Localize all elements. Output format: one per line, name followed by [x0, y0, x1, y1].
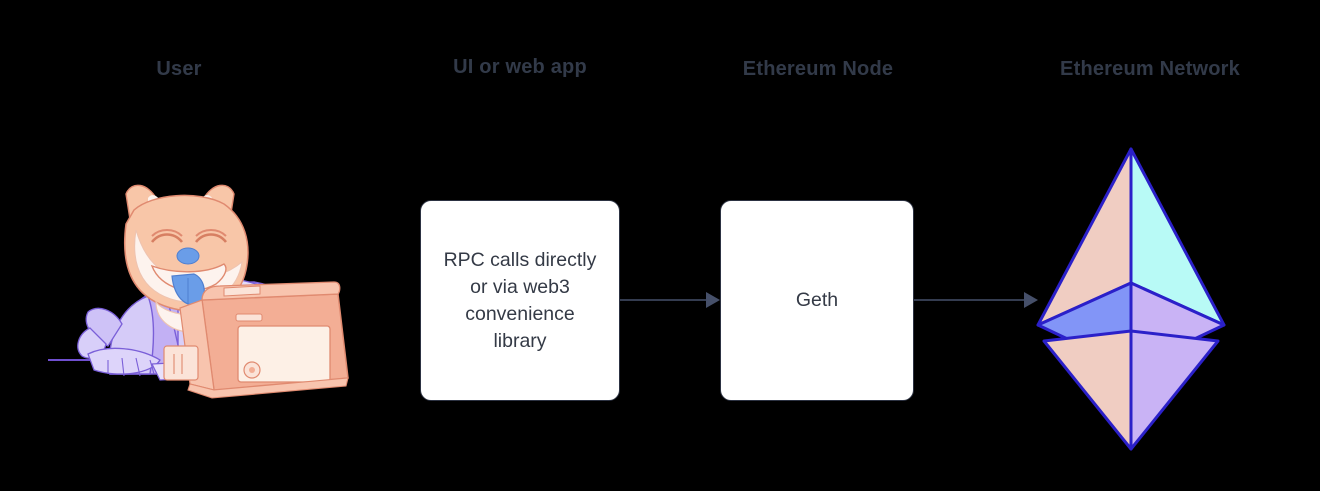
- ethereum-diamond-logo: [1036, 147, 1226, 451]
- column-header-ethereum-network: Ethereum Network: [1060, 58, 1240, 80]
- column-header-ethereum-node: Ethereum Node: [742, 58, 894, 80]
- arrow-node-to-network: [914, 292, 1038, 308]
- column-header-user: User: [156, 58, 202, 80]
- arrow-ui-to-node: [620, 292, 720, 308]
- process-box-rpc-calls-label: RPC calls directly or via web3 convenien…: [443, 248, 597, 352]
- mascot-retro-computer: [163, 281, 349, 399]
- arrowhead-icon: [1024, 292, 1038, 308]
- arrowhead-icon: [706, 292, 720, 308]
- process-box-geth-label: Geth: [795, 289, 839, 311]
- mascot-shiba-head: [123, 184, 249, 333]
- process-box-geth[interactable]: Geth: [720, 200, 914, 401]
- process-box-rpc-calls[interactable]: RPC calls directly or via web3 convenien…: [420, 200, 620, 401]
- column-header-ui-web-app: UI or web app: [453, 56, 587, 78]
- eth-facet-bottom-right: [1129, 329, 1220, 451]
- shiba-astronaut-illustration: [48, 184, 349, 399]
- eth-facet-bottom-left: [1042, 329, 1133, 451]
